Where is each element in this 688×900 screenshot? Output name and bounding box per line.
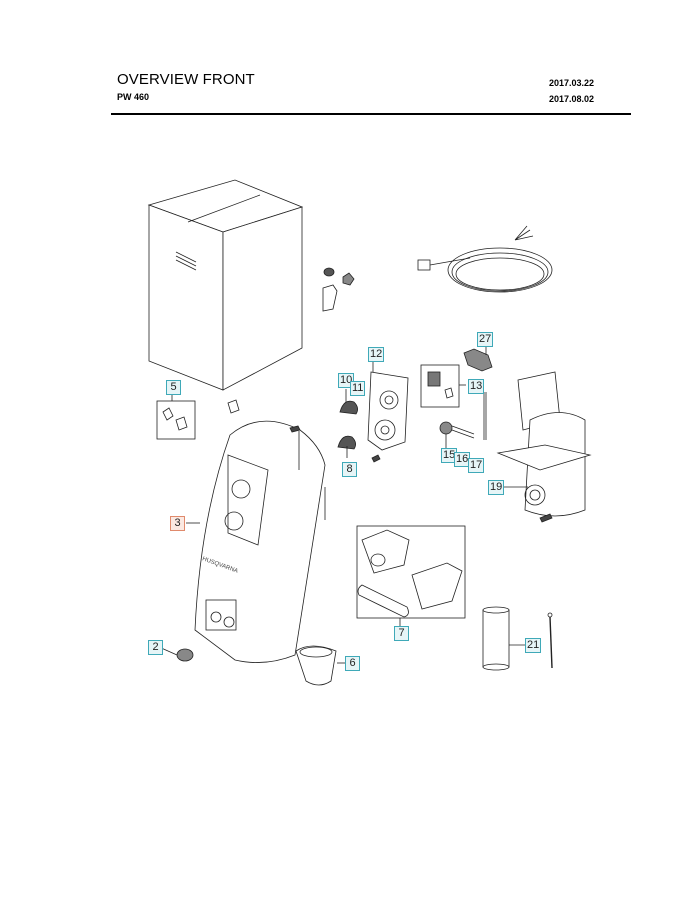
callout-19[interactable]: 19 — [488, 480, 505, 495]
callout-17[interactable]: 17 — [468, 458, 485, 473]
date-revised: 2017.08.02 — [549, 94, 595, 104]
callout-5[interactable]: 5 — [166, 380, 181, 395]
callout-13[interactable]: 13 — [468, 379, 485, 394]
valve-assembly — [420, 364, 487, 440]
callout-12[interactable]: 12 — [368, 347, 385, 362]
pin — [547, 612, 553, 669]
cylinder-filter — [482, 606, 526, 671]
callout-27[interactable]: 27 — [477, 332, 494, 347]
pressure-switch — [463, 347, 493, 372]
pump-housing — [496, 371, 592, 523]
date-created: 2017.03.22 — [549, 78, 595, 88]
header-divider — [111, 113, 631, 115]
small-fittings — [322, 267, 355, 312]
page-title: OVERVIEW FRONT — [117, 71, 255, 88]
switch-panel — [367, 362, 409, 451]
callout-3[interactable]: 3 — [170, 516, 185, 531]
callout-15[interactable]: 15 — [441, 448, 458, 463]
callout-11[interactable]: 11 — [350, 381, 366, 396]
relief-valve — [439, 421, 475, 448]
callout-7[interactable]: 7 — [394, 626, 409, 641]
callout-6[interactable]: 6 — [345, 656, 360, 671]
front-cover: HUSQVARNA — [186, 420, 326, 663]
callout-16[interactable]: 16 — [454, 452, 471, 467]
callout-8[interactable]: 8 — [342, 462, 357, 477]
hose-holder-kit — [356, 525, 466, 628]
power-cord — [417, 225, 553, 293]
nozzle — [158, 646, 194, 662]
cup-holder — [295, 645, 346, 686]
knobs — [337, 389, 381, 463]
packaging-box — [147, 179, 304, 391]
part-5-clips — [156, 390, 240, 440]
callout-2[interactable]: 2 — [148, 640, 163, 655]
model-name: PW 460 — [117, 92, 150, 102]
callout-21[interactable]: 21 — [525, 638, 542, 653]
